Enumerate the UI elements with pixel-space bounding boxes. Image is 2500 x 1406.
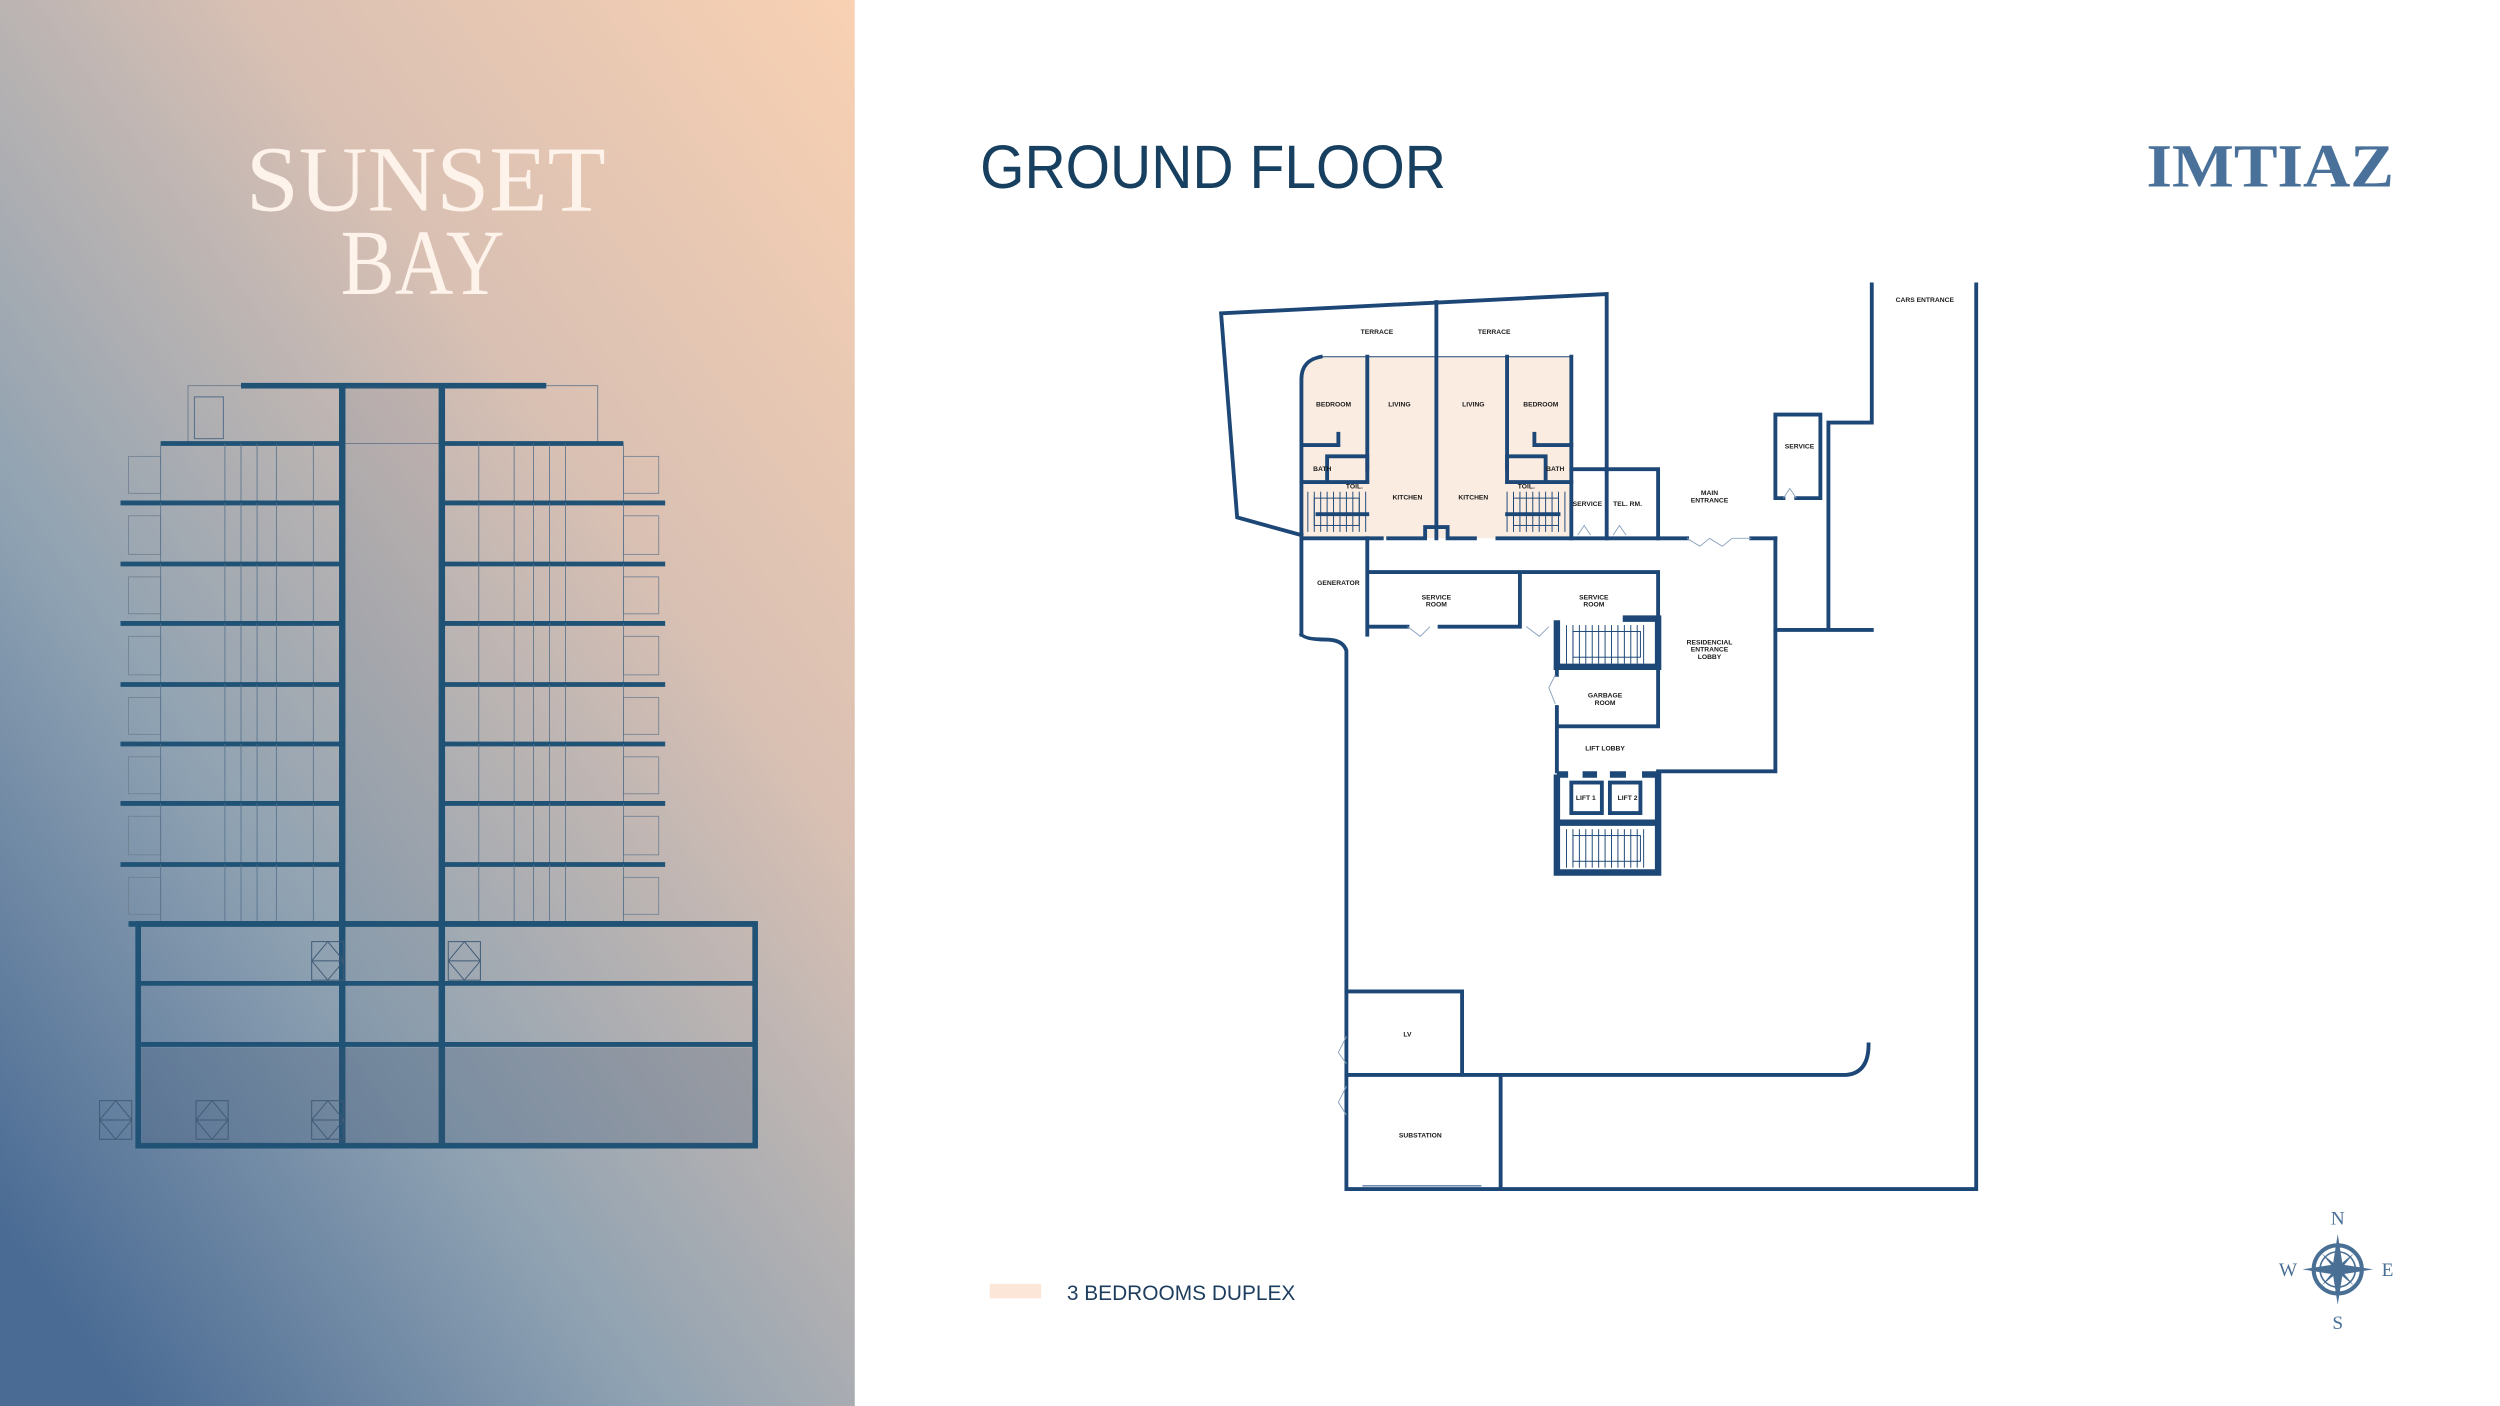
room-label-line: LIFT 1 bbox=[1576, 795, 1596, 802]
room-label-line: BATH bbox=[1313, 466, 1331, 473]
room-label: TERRACE bbox=[1361, 329, 1394, 336]
imtiaz-logo: IMTIAZ bbox=[2147, 133, 2394, 200]
project-name-line2: BAY bbox=[341, 212, 505, 315]
room-label: SERVICE bbox=[1573, 501, 1603, 508]
room-label-line: LIVING bbox=[1462, 402, 1484, 409]
room-label-line: TEL. RM. bbox=[1613, 501, 1642, 508]
room-label-line: LIFT 2 bbox=[1618, 795, 1638, 802]
room-label: LIFT 1 bbox=[1576, 795, 1596, 802]
compass-rose-icon bbox=[2302, 1234, 2374, 1305]
room-label-line: ENTRANCE bbox=[1691, 497, 1729, 504]
room-label-line: SERVICE bbox=[1573, 501, 1603, 508]
room-label-line: KITCHEN bbox=[1392, 495, 1422, 502]
room-label: GENERATOR bbox=[1317, 580, 1360, 587]
room-label-line: SERVICE bbox=[1579, 594, 1609, 601]
room-label-line: MAIN bbox=[1701, 490, 1718, 497]
room-label: TEL. RM. bbox=[1613, 501, 1642, 508]
ground-floor-plan: TERRACE TERRACE BEDROOM LIVING LIVING BEDROOM… bbox=[1219, 282, 1979, 1192]
room-label-line: CARS ENTRANCE bbox=[1896, 297, 1955, 304]
room-label-line: TOIL. bbox=[1346, 483, 1363, 490]
project-name-line1: SUNSET bbox=[246, 128, 606, 231]
room-label-line: LOBBY bbox=[1698, 654, 1722, 661]
room-label-line: BATH bbox=[1546, 466, 1564, 473]
room-label: TOIL. bbox=[1346, 483, 1363, 490]
room-label-line: ROOM bbox=[1583, 602, 1604, 609]
compass-e: E bbox=[2382, 1260, 2394, 1281]
room-label-line: SERVICE bbox=[1785, 443, 1815, 450]
room-label-line: LIVING bbox=[1388, 402, 1410, 409]
room-label-line: LV bbox=[1403, 1031, 1412, 1038]
compass-s: S bbox=[2332, 1313, 2343, 1334]
room-label-line: ROOM bbox=[1595, 700, 1616, 707]
room-label-line: GENERATOR bbox=[1317, 580, 1360, 587]
room-label-line: TERRACE bbox=[1478, 329, 1511, 336]
room-label: LIVING bbox=[1462, 402, 1484, 409]
room-label: KITCHEN bbox=[1392, 495, 1422, 502]
compass: N S W E bbox=[2279, 1208, 2394, 1333]
staircases bbox=[1307, 491, 1645, 868]
room-label-line: TOIL. bbox=[1518, 483, 1535, 490]
room-label: TERRACE bbox=[1478, 329, 1511, 336]
room-label: KITCHEN bbox=[1458, 495, 1488, 502]
room-label-line: RESIDENCIAL bbox=[1687, 639, 1733, 646]
room-label: SUBSTATION bbox=[1399, 1133, 1442, 1140]
room-label-line: BEDROOM bbox=[1316, 402, 1352, 409]
room-label-line: KITCHEN bbox=[1458, 495, 1488, 502]
room-label: BATH bbox=[1546, 466, 1564, 473]
room-label: LV bbox=[1403, 1031, 1412, 1038]
room-label-line: SERVICE bbox=[1422, 594, 1452, 601]
legend-label-duplex: 3 BEDROOMS DUPLEX bbox=[1067, 1282, 1296, 1305]
legend: 3 BEDROOMS DUPLEX bbox=[989, 1282, 1296, 1305]
room-label-line: SUBSTATION bbox=[1399, 1133, 1442, 1140]
room-label: CARS ENTRANCE bbox=[1896, 297, 1955, 304]
legend-swatch-duplex bbox=[989, 1283, 1042, 1299]
room-label: LIVING bbox=[1388, 402, 1410, 409]
hero-panel: SUNSET BAY bbox=[0, 0, 855, 1406]
building-section-drawing bbox=[98, 382, 758, 1149]
doors bbox=[1337, 487, 1797, 1116]
room-label: SERVICE bbox=[1785, 443, 1815, 450]
room-label-line: GARBAGE bbox=[1588, 692, 1623, 699]
room-label: BEDROOM bbox=[1523, 402, 1559, 409]
room-labels: TERRACE TERRACE BEDROOM LIVING LIVING BEDROOM… bbox=[1313, 297, 1954, 1140]
room-label: LIFT 2 bbox=[1618, 795, 1638, 802]
compass-n: N bbox=[2331, 1208, 2345, 1229]
room-label-line: BEDROOM bbox=[1523, 402, 1559, 409]
room-label-line: ROOM bbox=[1426, 602, 1447, 609]
room-label-line: LIFT LOBBY bbox=[1585, 745, 1625, 752]
page-title: GROUND FLOOR bbox=[980, 133, 1446, 201]
room-label: BEDROOM bbox=[1316, 402, 1352, 409]
room-label: TOIL. bbox=[1518, 483, 1535, 490]
room-label-line: ENTRANCE bbox=[1691, 647, 1729, 654]
room-label: LIFT LOBBY bbox=[1585, 745, 1625, 752]
room-label-line: TERRACE bbox=[1361, 329, 1394, 336]
compass-w: W bbox=[2279, 1260, 2298, 1281]
room-label: BATH bbox=[1313, 466, 1331, 473]
